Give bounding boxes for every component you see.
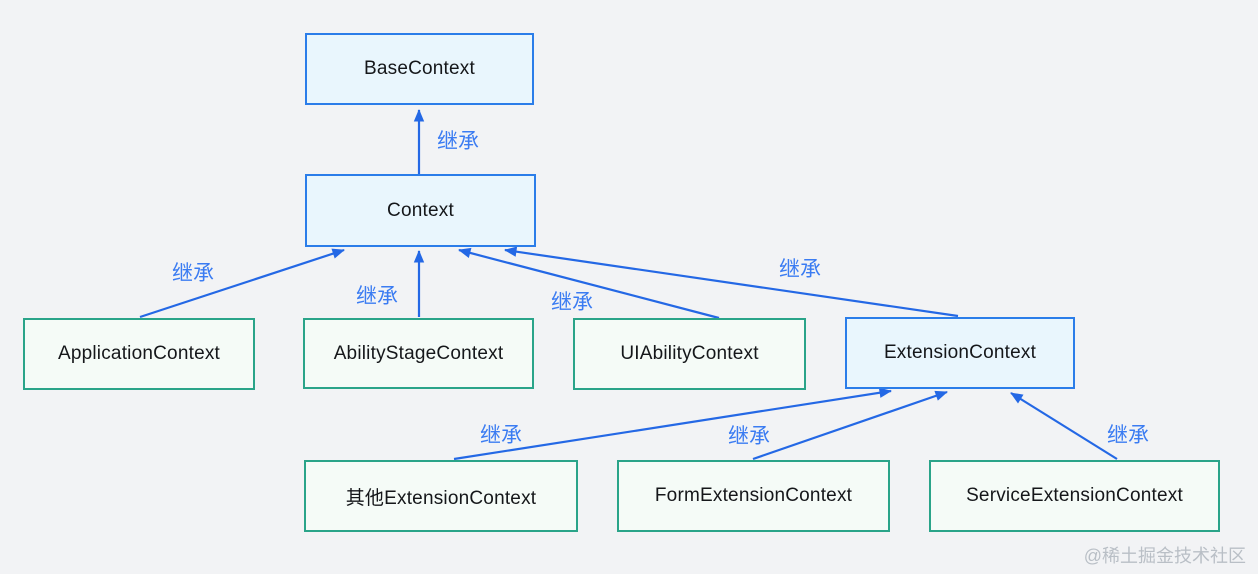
inherit-label: 继承 <box>1107 424 1149 447</box>
inherit-label: 继承 <box>551 291 593 314</box>
node-application-context-label: ApplicationContext <box>57 343 221 364</box>
inherit-label: 继承 <box>356 285 398 308</box>
node-ability-stage-context-label: AbilityStageContext <box>333 342 504 364</box>
edge-serviceextensioncontext-to-extensioncontext-arrow <box>1010 392 1118 460</box>
node-service-extension-context-label: ServiceExtensionContext <box>966 485 1183 506</box>
node-extension-context: ExtensionContext <box>845 317 1075 389</box>
node-ability-stage-context: AbilityStageContext <box>303 318 534 389</box>
inherit-label: 继承 <box>437 130 479 153</box>
watermark: @稀土掘金技术社区 <box>1083 546 1246 566</box>
inherit-label: 继承 <box>172 262 214 285</box>
node-other-extension-context-label: 其他ExtensionContext <box>345 487 537 509</box>
node-service-extension-context: ServiceExtensionContext <box>929 460 1220 532</box>
node-other-extension-context: 其他ExtensionContext <box>304 460 578 532</box>
node-form-extension-context: FormExtensionContext <box>617 460 890 532</box>
node-base-context-label: BaseContext <box>364 58 475 79</box>
node-form-extension-context-label: FormExtensionContext <box>654 485 853 506</box>
node-context: Context <box>305 174 536 247</box>
node-extension-context-label: ExtensionContext <box>883 342 1037 363</box>
node-ui-ability-context: UIAbilityContext <box>573 318 806 390</box>
inherit-label: 继承 <box>480 424 522 447</box>
node-base-context: BaseContext <box>305 33 534 105</box>
node-ui-ability-context-label: UIAbilityContext <box>620 343 759 364</box>
inherit-label: 继承 <box>779 258 821 281</box>
edge-applicationcontext-to-context-arrow <box>139 248 345 319</box>
inherit-label: 继承 <box>728 425 770 448</box>
node-application-context: ApplicationContext <box>23 318 255 390</box>
edge-formextensioncontext-to-extensioncontext-arrow <box>752 390 948 461</box>
node-context-label: Context <box>387 199 454 221</box>
